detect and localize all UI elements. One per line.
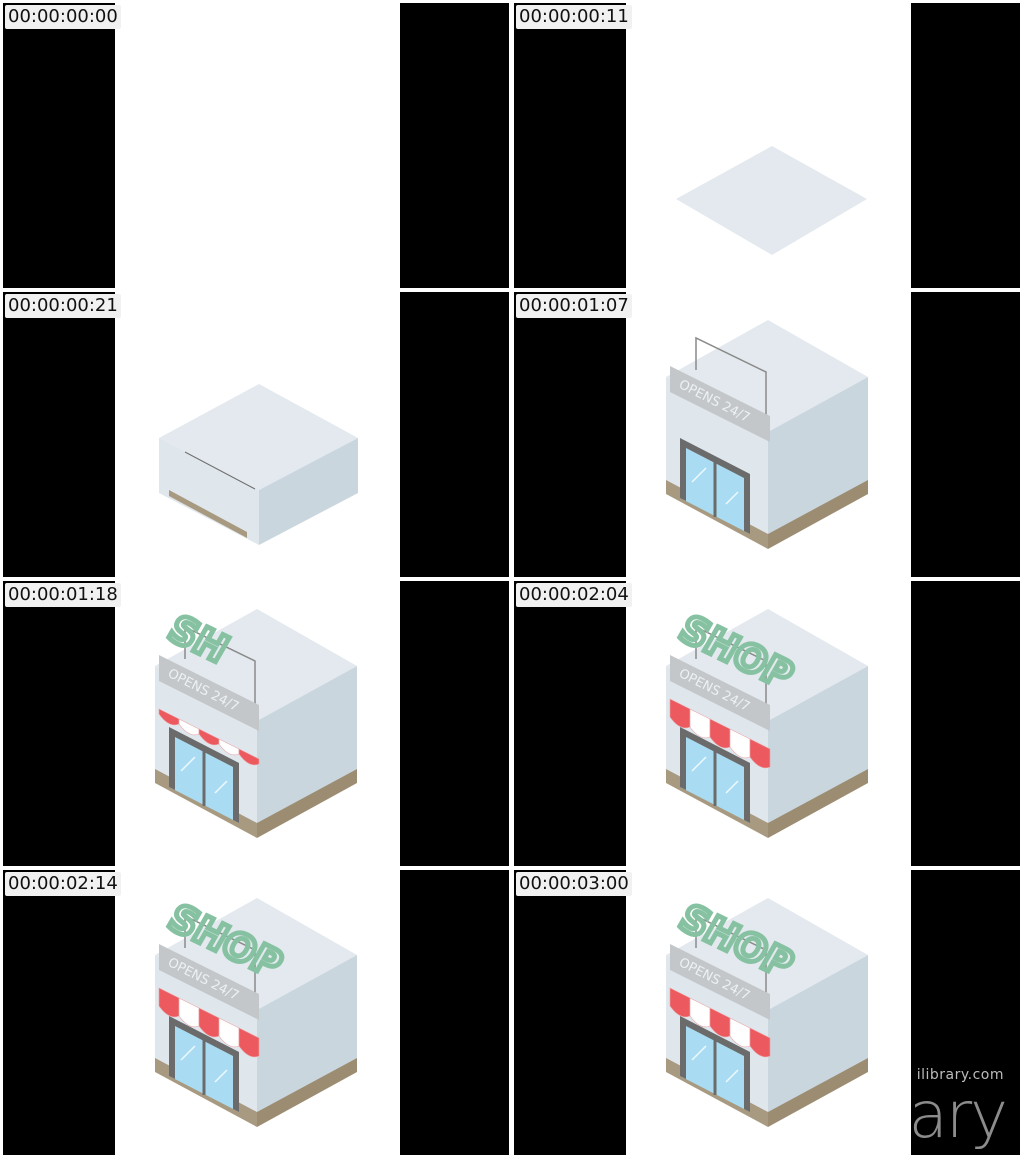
awning-stripe: [238, 1027, 260, 1058]
wall-right: [259, 438, 358, 545]
frame-art: [159, 384, 358, 545]
opens-sign: [159, 655, 259, 731]
frame-canvas: OPENS 24/7: [626, 292, 911, 577]
watermark-url: ilibrary.com: [916, 1067, 1004, 1083]
frame-cell-3: OPENS 24/7 00:00:01:07: [514, 292, 1020, 577]
roof-top: [159, 384, 358, 490]
base-right: [257, 1058, 357, 1127]
frame-timestamp: 00:00:00:11: [516, 5, 632, 29]
frame-cell-2: 00:00:00:21: [3, 292, 509, 577]
opens-sign: [159, 944, 259, 1020]
glass-shine: [691, 756, 707, 772]
glass-shine: [214, 1069, 228, 1083]
base-right: [257, 769, 357, 838]
base-right: [768, 1058, 868, 1127]
opens-sign: [670, 366, 770, 442]
awning-stripe: [238, 748, 260, 766]
opens-sign: [670, 655, 770, 731]
frame-timestamp: 00:00:02:14: [5, 872, 121, 896]
frame-canvas: [115, 3, 400, 288]
sign-rail: [184, 914, 256, 998]
awning: [158, 708, 260, 766]
sign-rail: [695, 914, 767, 998]
door-frame: [680, 727, 750, 823]
glass-shine: [180, 756, 196, 772]
awning-stripe: [749, 1027, 771, 1058]
awning: [669, 698, 771, 769]
glass-shine: [725, 1069, 739, 1083]
glass-shine: [725, 491, 739, 505]
sign-rail: [695, 625, 767, 709]
glass-shine: [180, 1045, 196, 1061]
glass-shine: [691, 467, 707, 483]
frame-timestamp: 00:00:00:00: [5, 5, 121, 29]
door-frame: [169, 1016, 239, 1112]
frame-timestamp: 00:00:01:18: [5, 583, 121, 607]
frame-timestamp: 00:00:01:07: [516, 294, 632, 318]
frame-canvas: [626, 3, 911, 288]
frame-timestamp: 00:00:02:04: [516, 583, 632, 607]
frame-canvas: [115, 292, 400, 577]
glass-shine: [725, 780, 739, 794]
awning-stripe: [749, 738, 771, 769]
frame-cell-1: 00:00:00:11: [514, 3, 1020, 288]
frame-art: [676, 146, 867, 255]
floor-tile: [676, 146, 867, 255]
frame-timestamp: 00:00:00:21: [5, 294, 121, 318]
opens-sign: [670, 944, 770, 1020]
wall-left: [159, 438, 259, 545]
sign-rail: [695, 336, 767, 420]
door-frame: [169, 727, 239, 823]
frame-art: [115, 3, 400, 288]
frame-cell-0: 00:00:00:00: [3, 3, 509, 288]
frame-timestamp: 00:00:03:00: [516, 872, 632, 896]
glass-shine: [691, 1045, 707, 1061]
base-right: [768, 769, 868, 838]
glass-shine: [214, 780, 228, 794]
awning: [158, 987, 260, 1058]
awning: [669, 987, 771, 1058]
watermark-logo: ary: [908, 1079, 1008, 1153]
door-line: [184, 451, 256, 490]
door-frame: [680, 438, 750, 534]
sign-rail: [184, 625, 256, 709]
door-frame: [680, 1016, 750, 1112]
base-strip: [169, 490, 247, 538]
frame-art: OPENS 24/7: [666, 320, 868, 549]
base-right: [768, 480, 868, 549]
